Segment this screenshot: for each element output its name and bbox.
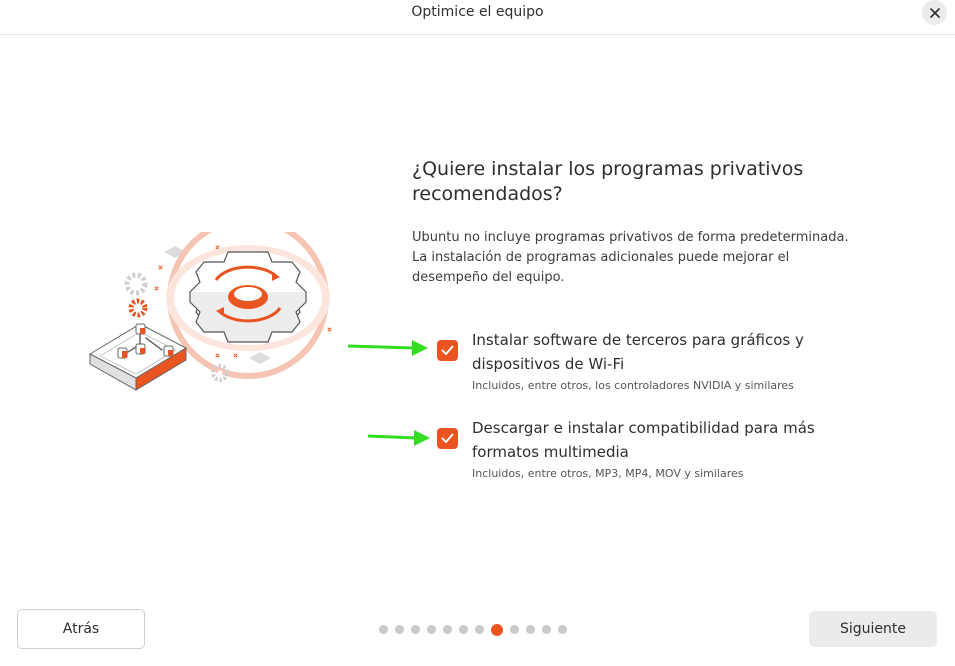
back-button[interactable]: Atrás <box>17 609 145 649</box>
annotation-arrow-icon <box>348 340 428 356</box>
pagination-dot[interactable] <box>427 625 436 634</box>
page-description: Ubuntu no incluye programas privativos d… <box>412 230 849 285</box>
pagination-dot[interactable] <box>395 625 404 634</box>
multimedia-codecs-checkbox[interactable] <box>437 428 458 449</box>
option-label[interactable]: Descargar e instalar compatibilidad para… <box>472 419 815 461</box>
checkmark-icon <box>441 433 454 443</box>
gear-settings-illustration <box>88 232 332 391</box>
title-bar: Optimice el equipo <box>0 0 955 35</box>
pagination-dots <box>379 623 567 636</box>
pagination-dot[interactable] <box>411 625 420 634</box>
option-label[interactable]: Instalar software de terceros para gráfi… <box>472 331 804 373</box>
option-sublabel: Incluidos, entre otros, los controladore… <box>472 379 794 392</box>
pagination-dot[interactable] <box>459 625 468 634</box>
option-sublabel: Incluidos, entre otros, MP3, MP4, MOV y … <box>472 467 744 480</box>
close-icon <box>929 7 940 18</box>
third-party-software-checkbox[interactable] <box>437 340 458 361</box>
window-title: Optimice el equipo <box>411 4 544 20</box>
pagination-dot[interactable] <box>443 625 452 634</box>
pagination-dot-current[interactable] <box>491 623 503 636</box>
annotation-arrow-icon <box>368 430 430 446</box>
page-heading: ¿Quiere instalar los programas privativo… <box>412 158 804 205</box>
checkmark-icon <box>441 345 454 355</box>
pagination-dot[interactable] <box>510 625 519 634</box>
pagination-dot[interactable] <box>379 625 388 634</box>
next-button[interactable]: Siguiente <box>809 611 937 647</box>
pagination-dot[interactable] <box>542 625 551 634</box>
pagination-dot[interactable] <box>558 625 567 634</box>
pagination-dot[interactable] <box>526 625 535 634</box>
close-button[interactable] <box>922 0 947 25</box>
pagination-dot[interactable] <box>475 625 484 634</box>
